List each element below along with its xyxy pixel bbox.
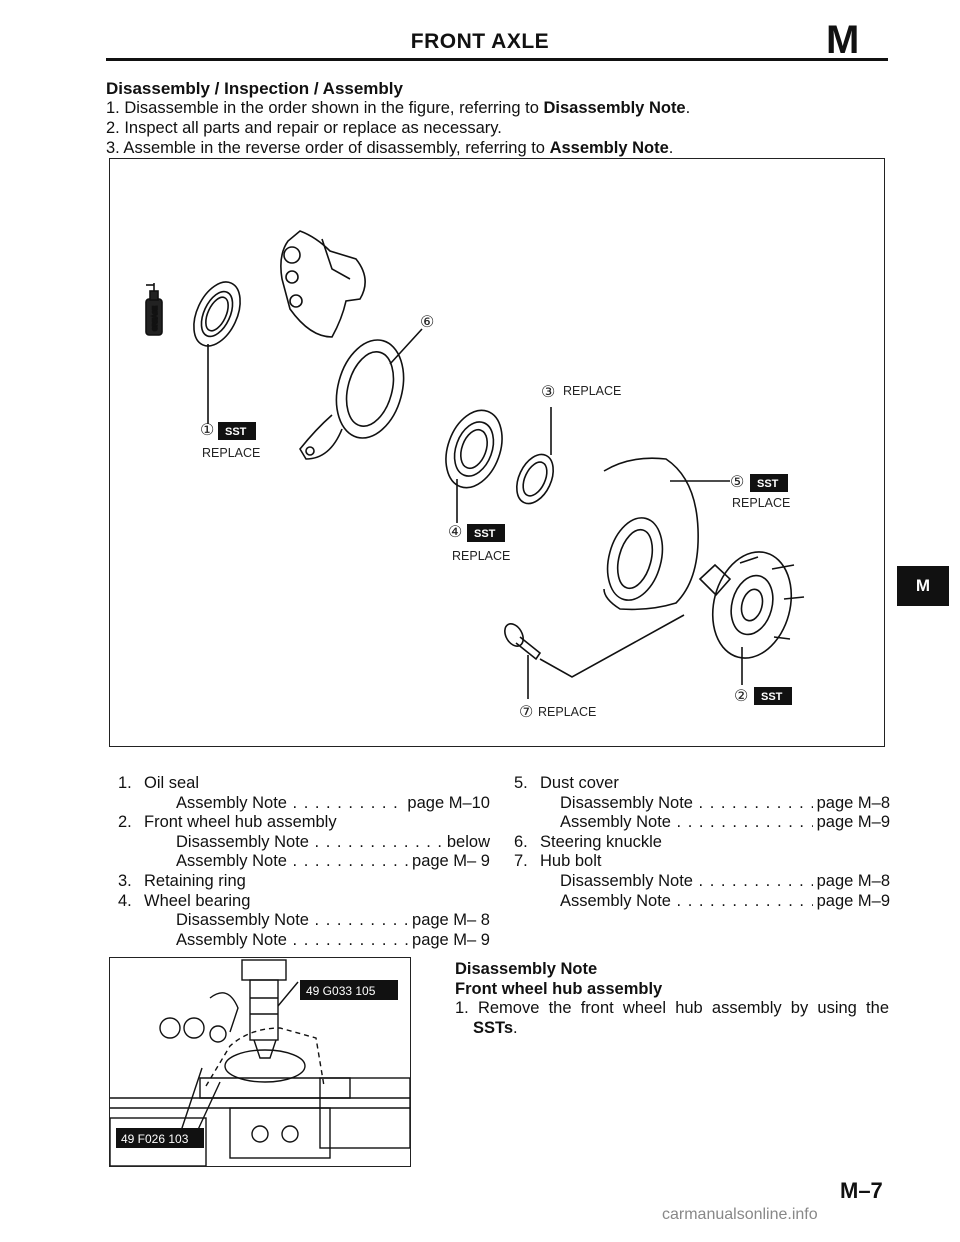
- svg-text:⑦: ⑦: [519, 704, 533, 721]
- svg-text:REPLACE: REPLACE: [452, 549, 510, 563]
- page-number: M–7: [840, 1178, 883, 1203]
- svg-text:REPLACE: REPLACE: [202, 446, 260, 460]
- oil-seal-part: [193, 281, 241, 347]
- list-item: Disassembly Notebelow: [118, 833, 490, 853]
- list-item: 4.Wheel bearing: [118, 891, 251, 910]
- label-7: ⑦ REPLACE: [519, 704, 596, 721]
- parts-list-right: 5.Dust cover Disassembly Notepage M–8 As…: [514, 774, 890, 911]
- section-heading: Disassembly / Inspection / Assembly: [106, 79, 403, 98]
- svg-text:②: ②: [734, 688, 748, 705]
- list-item: 2.Front wheel hub assembly: [118, 813, 337, 832]
- steering-knuckle-part: [280, 230, 405, 460]
- grease-tube-icon: [145, 283, 163, 336]
- list-item: 6.Steering knuckle: [514, 832, 662, 851]
- svg-text:①: ①: [200, 422, 214, 439]
- label-4: ④ SST REPLACE: [448, 524, 510, 563]
- svg-text:SST: SST: [761, 691, 783, 703]
- note-step: 1. Remove the front wheel hub assembly b…: [455, 999, 889, 1017]
- retaining-ring-part: [516, 453, 554, 505]
- svg-text:④: ④: [448, 524, 462, 541]
- svg-text:REPLACE: REPLACE: [563, 384, 621, 398]
- list-item: Disassembly Notepage M– 8: [118, 911, 490, 931]
- tool-tag-bottom: [116, 1128, 204, 1148]
- disassembly-note: Disassembly Note Front wheel hub assembl…: [455, 960, 889, 1038]
- svg-text:SST: SST: [757, 478, 779, 490]
- list-item: 5.Dust cover: [514, 774, 619, 792]
- hub-removal-drawing: 49 G033 105 49 F026 103: [110, 959, 410, 1166]
- svg-text:SST: SST: [474, 528, 496, 540]
- svg-text:SST: SST: [225, 426, 247, 438]
- exploded-view-figure: GREASE: [109, 158, 885, 747]
- svg-text:GREASE: GREASE: [153, 306, 159, 331]
- list-item: 3.Retaining ring: [118, 871, 246, 890]
- list-item: Assembly Notepage M– 9: [118, 852, 490, 872]
- svg-text:REPLACE: REPLACE: [538, 705, 596, 719]
- hub-bolt-part: [504, 623, 542, 661]
- label-1: ① SST REPLACE: [200, 422, 260, 460]
- step-1: 1. Disassemble in the order shown in the…: [106, 99, 691, 117]
- note-subheading: Front wheel hub assembly: [455, 979, 663, 998]
- svg-text:49 G033 105: 49 G033 105: [306, 984, 376, 998]
- parts-list-left: 1.Oil seal Assembly Notepage M–10 2.Fron…: [118, 774, 490, 950]
- note-heading: Disassembly Note: [455, 960, 598, 978]
- list-item: Assembly Notepage M– 9: [118, 931, 490, 951]
- svg-text:⑥: ⑥: [420, 314, 434, 331]
- header-rule: [106, 58, 888, 61]
- label-2: ② SST: [734, 687, 792, 705]
- procedure-steps: 1. Disassemble in the order shown in the…: [106, 98, 690, 158]
- tool-tag-top: [300, 980, 398, 1000]
- label-6: ⑥: [420, 314, 434, 331]
- wheel-bearing-part: [445, 409, 503, 489]
- front-wheel-hub-part: [698, 551, 805, 659]
- exploded-view-drawing: GREASE: [145, 230, 805, 721]
- hub-removal-figure: 49 G033 105 49 F026 103: [109, 957, 411, 1167]
- list-item: Assembly Notepage M–10: [118, 794, 490, 814]
- section-letter: M: [826, 18, 860, 62]
- list-item: 7.Hub bolt: [514, 852, 602, 871]
- label-5: ⑤ SST REPLACE: [730, 474, 790, 510]
- list-item: Disassembly Notepage M–8: [514, 872, 890, 892]
- section-tab: M: [897, 566, 949, 606]
- page-title: FRONT AXLE: [410, 30, 550, 53]
- svg-text:REPLACE: REPLACE: [732, 496, 790, 510]
- svg-text:③: ③: [541, 384, 555, 401]
- step-2: 2. Inspect all parts and repair or repla…: [106, 119, 502, 137]
- list-item: 1.Oil seal: [118, 774, 200, 792]
- svg-text:49 F026 103: 49 F026 103: [121, 1132, 189, 1146]
- dust-cover-part: [603, 457, 699, 611]
- note-step-cont: SSTs.: [473, 1018, 518, 1037]
- list-item: Assembly Notepage M–9: [514, 813, 890, 833]
- label-3: ③ REPLACE: [541, 384, 621, 401]
- step-3: 3. Assemble in the reverse order of disa…: [106, 139, 674, 157]
- list-item: Assembly Notepage M–9: [514, 892, 890, 912]
- list-item: Disassembly Notepage M–8: [514, 794, 890, 814]
- svg-text:⑤: ⑤: [730, 474, 744, 491]
- watermark: carmanualsonline.info: [662, 1206, 818, 1223]
